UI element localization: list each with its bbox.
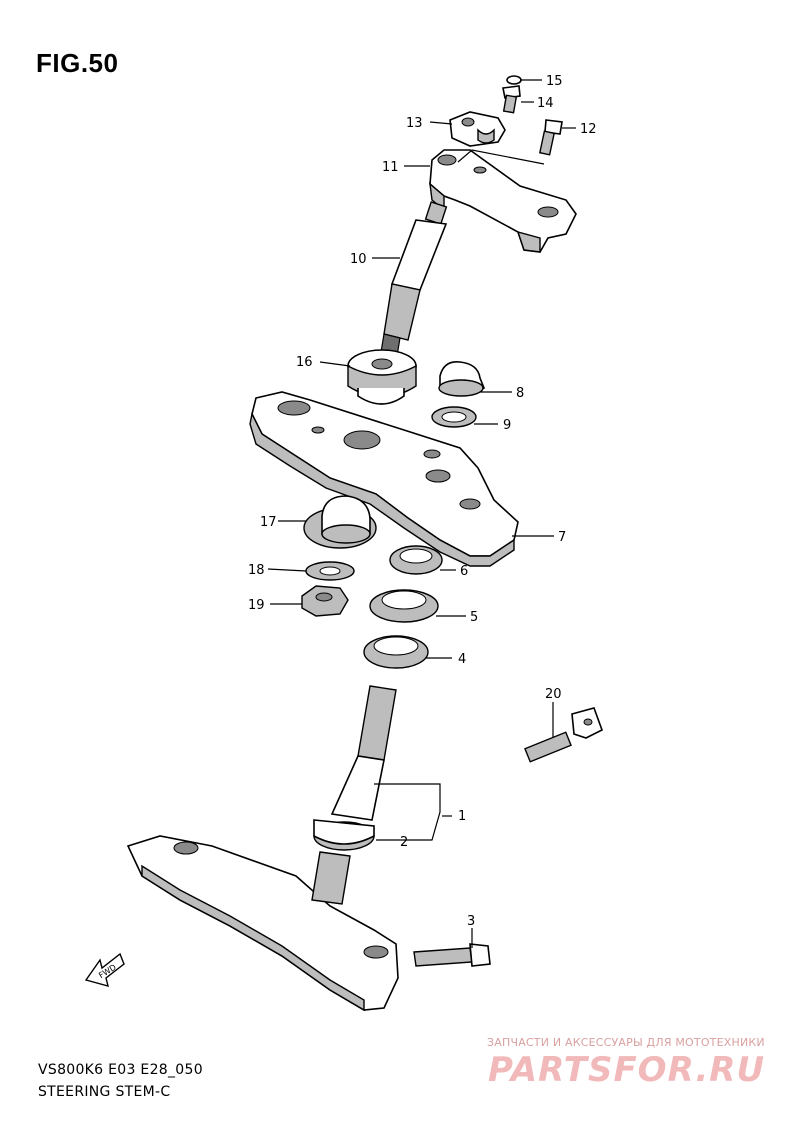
callout-14: 14 <box>537 96 554 111</box>
watermark-caption: ЗАПЧАСТИ И АКСЕССУАРЫ ДЛЯ МОТОТЕХНИКИ <box>487 1036 765 1049</box>
callout-20: 20 <box>545 687 562 702</box>
callout-7: 7 <box>558 530 566 545</box>
callout-13: 13 <box>406 116 423 131</box>
part-9-washer[interactable] <box>431 406 477 428</box>
part-16-stem-nut[interactable] <box>347 349 417 405</box>
figure-model-code: VS800K6 E03 E28_050 <box>38 1062 203 1078</box>
part-18-washer[interactable] <box>305 561 355 581</box>
watermark-logo: PARTSFOR.RU <box>488 1050 766 1090</box>
callout-labels: 1 2 3 4 5 6 7 8 9 10 11 12 13 14 15 16 1… <box>248 74 597 929</box>
part-12-bolt[interactable] <box>538 119 563 156</box>
callout-10: 10 <box>350 252 367 267</box>
figure-title: FIG.50 <box>36 48 119 78</box>
part-14-bolt[interactable] <box>502 85 521 114</box>
part-15-o-ring[interactable] <box>506 75 522 85</box>
part-1-steering-stem[interactable] <box>126 685 399 1012</box>
callout-18: 18 <box>248 563 265 578</box>
callout-2: 2 <box>400 835 408 850</box>
part-20-sensor[interactable] <box>524 707 603 763</box>
part-13-handlebar-clamp[interactable] <box>449 111 506 147</box>
callout-3: 3 <box>467 914 475 929</box>
callout-15: 15 <box>546 74 563 89</box>
part-17-seal[interactable] <box>303 495 377 549</box>
callout-16: 16 <box>296 355 313 370</box>
part-3-bolt[interactable] <box>413 943 491 967</box>
callout-1: 1 <box>458 809 466 824</box>
figure-name: STEERING STEM-C <box>38 1084 171 1100</box>
part-19-nut[interactable] <box>301 585 349 617</box>
fwd-arrow-icon: FWD <box>84 952 125 987</box>
part-4-bearing[interactable] <box>363 635 429 669</box>
callout-6: 6 <box>460 564 468 579</box>
part-6-nut[interactable] <box>389 545 443 575</box>
callout-4: 4 <box>458 652 466 667</box>
leader-lines <box>267 79 576 948</box>
part-2-bearing[interactable] <box>313 819 375 851</box>
callout-12: 12 <box>580 122 597 137</box>
part-8-cap[interactable] <box>438 360 486 397</box>
part-7-upper-bracket[interactable] <box>249 391 519 567</box>
callout-8: 8 <box>516 386 524 401</box>
callout-17: 17 <box>260 515 277 530</box>
callout-19: 19 <box>248 598 265 613</box>
part-5-bearing[interactable] <box>369 589 439 623</box>
callout-11: 11 <box>382 160 399 175</box>
part-10-shaft[interactable] <box>379 201 448 363</box>
callout-9: 9 <box>503 418 511 433</box>
part-11-handlebar-holder[interactable] <box>429 149 577 253</box>
callout-5: 5 <box>470 610 478 625</box>
